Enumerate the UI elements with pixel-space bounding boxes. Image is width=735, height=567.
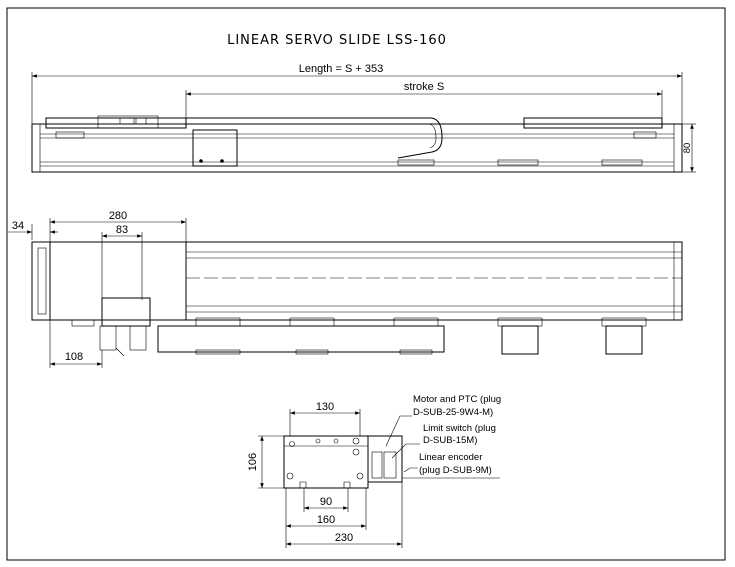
dim-90-label: 90 [320,496,332,508]
slide-body-side [31,241,683,321]
side-view: 34 280 83 [8,210,683,368]
foot-3 [393,317,439,327]
foot-5 [601,317,647,327]
connector-block [97,115,159,129]
dim-83-label: 83 [116,224,128,236]
callout-leader-encoder [403,467,418,473]
top-view: Length = S + 353 stroke S [31,63,696,173]
end-view: 130 106 90 160 230 [247,394,501,548]
callout-leader-limit-switch [391,443,420,459]
length-label: Length = S + 353 [299,63,383,75]
callout-leader-motor [385,415,412,447]
callout-motor-line2: D-SUB-25-9W4-M) [413,407,493,418]
dim-280-label: 280 [109,210,127,222]
callout-motor-line1: Motor and PTC (plug [413,394,501,405]
dim-130-label: 130 [316,401,334,413]
carriage-plate-left [45,117,187,129]
foot-4 [497,317,543,327]
dim-106-label: 106 [247,453,259,471]
connector-panel [367,435,403,483]
motor-block [192,129,238,167]
foot-1 [195,317,241,327]
dim-160-label: 160 [317,514,335,526]
end-plate-right [523,117,663,129]
callout-encoder-line1: Linear encoder [419,452,482,463]
dim-230-label: 230 [335,532,353,544]
height-label: 80 [682,143,693,154]
foot-2 [289,317,335,327]
cable-chain-side [157,325,445,353]
motor-housing-side [101,297,151,327]
carriage-side [49,241,187,321]
cable-chain [186,117,443,159]
slide-body-top [31,123,683,173]
drawing-title: LINEAR SERVO SLIDE LSS-160 [227,33,447,48]
drawing-border [6,7,726,561]
stroke-label: stroke S [404,81,444,93]
callout-encoder-line2: (plug D-SUB-9M) [419,465,492,476]
dim-34-label: 34 [12,220,24,232]
callout-limit-switch-line2: D-SUB-15M) [423,435,477,446]
dim-108-label: 108 [65,351,83,363]
callout-limit-switch-line1: Limit switch (plug [423,423,496,434]
